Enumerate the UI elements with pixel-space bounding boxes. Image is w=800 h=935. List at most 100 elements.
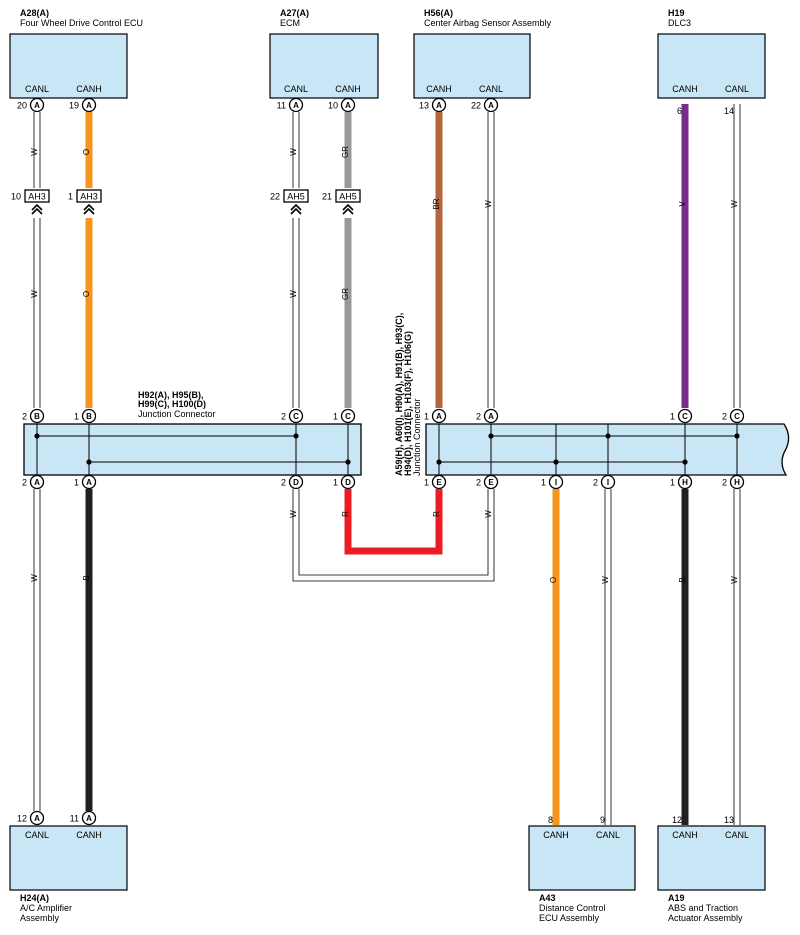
connector-letter: A <box>86 814 92 823</box>
inline-chevron <box>342 207 354 215</box>
component-name: Distance Control <box>539 903 606 913</box>
pin-number: 1 <box>424 478 429 488</box>
pin-number: 2 <box>593 478 598 488</box>
pin-number: 1 <box>333 478 338 488</box>
component-code: A27(A) <box>280 8 309 18</box>
pin-number: 19 <box>69 101 79 111</box>
connector-letter: A <box>436 101 442 110</box>
wire-color-label: W <box>730 200 739 208</box>
pin-number: 14 <box>724 106 734 116</box>
component-code: A19 <box>668 893 685 903</box>
wire-color-label: W <box>289 148 298 156</box>
connector-pin-circle <box>340 408 356 424</box>
connector-pin-circle <box>340 97 356 113</box>
pin-number: 22 <box>471 101 481 111</box>
component-name: ECM <box>280 18 300 28</box>
component-name: ABS and Traction <box>668 903 738 913</box>
pin-number: 22 <box>270 192 280 202</box>
wire-color-label: V <box>678 201 687 207</box>
wire-color-label: B <box>82 575 91 580</box>
pin-number: 1 <box>541 478 546 488</box>
signal-label: CANL <box>25 830 49 840</box>
pin-number: 1 <box>670 478 675 488</box>
connector-pin-circle <box>81 408 97 424</box>
connector-pin-circle <box>29 474 45 490</box>
connector-pin-circle <box>29 97 45 113</box>
pin-number: 9 <box>600 815 605 825</box>
inline-connector-box <box>283 189 309 203</box>
inline-connector-box <box>76 189 102 203</box>
junction-box-right <box>425 423 790 476</box>
component-box-h56 <box>413 33 531 99</box>
component-code: A43 <box>539 893 556 903</box>
pin-number: 13 <box>419 101 429 111</box>
inline-connector-label: AH5 <box>287 192 305 202</box>
signal-label: CANL <box>596 830 620 840</box>
connector-pin-circle <box>483 408 499 424</box>
connector-pin-circle <box>729 474 745 490</box>
connector-pin-circle <box>288 408 304 424</box>
wire-color-label: W <box>289 290 298 298</box>
component-box-h19 <box>657 33 766 99</box>
connector-letter: E <box>436 478 442 487</box>
connector-letter: C <box>345 412 351 421</box>
pin-number: 2 <box>722 412 727 422</box>
pin-number: 1 <box>74 412 79 422</box>
connector-letter: D <box>293 478 299 487</box>
connector-letter: B <box>86 412 92 421</box>
wire-color-label: R <box>432 511 441 517</box>
connector-letter: A <box>293 101 299 110</box>
connector-pin-circle <box>288 97 304 113</box>
connector-letter: C <box>682 412 688 421</box>
inline-connector-label: AH3 <box>80 192 98 202</box>
inline-chevron <box>83 207 95 215</box>
wire-color-label: W <box>289 510 298 518</box>
wire-color-label: GR <box>341 288 350 300</box>
pin-number: 2 <box>281 478 286 488</box>
inline-connector-label: AH3 <box>28 192 46 202</box>
pin-number: 2 <box>22 478 27 488</box>
connector-pin-circle <box>81 810 97 826</box>
pin-number: 2 <box>722 478 727 488</box>
wire-loop-outer <box>292 489 495 582</box>
connector-letter: B <box>34 412 40 421</box>
signal-label: CANH <box>335 84 361 94</box>
component-name: ECU Assembly <box>539 913 600 923</box>
connector-letter: A <box>86 101 92 110</box>
component-box-a19 <box>657 825 766 891</box>
connector-letter: A <box>34 478 40 487</box>
connector-pin-circle <box>431 408 447 424</box>
pin-number: 2 <box>476 478 481 488</box>
connector-pin-circle <box>483 474 499 490</box>
connector-letter: E <box>488 478 494 487</box>
pin-number: 2 <box>22 412 27 422</box>
inline-chevron <box>31 203 43 211</box>
junction-name: Junction Connector <box>138 409 216 419</box>
pin-number: 10 <box>328 101 338 111</box>
inline-connector-box <box>335 189 361 203</box>
wire-color-label: W <box>601 576 610 584</box>
connector-letter: A <box>488 101 494 110</box>
connector-letter: A <box>488 412 494 421</box>
signal-label: CANL <box>479 84 503 94</box>
pin-number: 20 <box>17 101 27 111</box>
wire-red-loop <box>344 489 443 555</box>
wire-color-label: GR <box>341 146 350 158</box>
pin-number: 12 <box>17 814 27 824</box>
splice-point <box>436 459 442 465</box>
connector-letter: A <box>86 478 92 487</box>
connector-pin-circle <box>288 474 304 490</box>
connector-letter: C <box>734 412 740 421</box>
signal-label: CANH <box>672 84 698 94</box>
splice-point <box>86 459 92 465</box>
connector-letter: I <box>607 478 609 487</box>
connector-letter: A <box>345 101 351 110</box>
splice-point <box>293 433 299 439</box>
connector-pin-circle <box>677 408 693 424</box>
wire-color-label: W <box>484 510 493 518</box>
component-name: Center Airbag Sensor Assembly <box>424 18 552 28</box>
signal-label: CANL <box>25 84 49 94</box>
wire-color-label: W <box>730 576 739 584</box>
signal-label: CANL <box>725 830 749 840</box>
